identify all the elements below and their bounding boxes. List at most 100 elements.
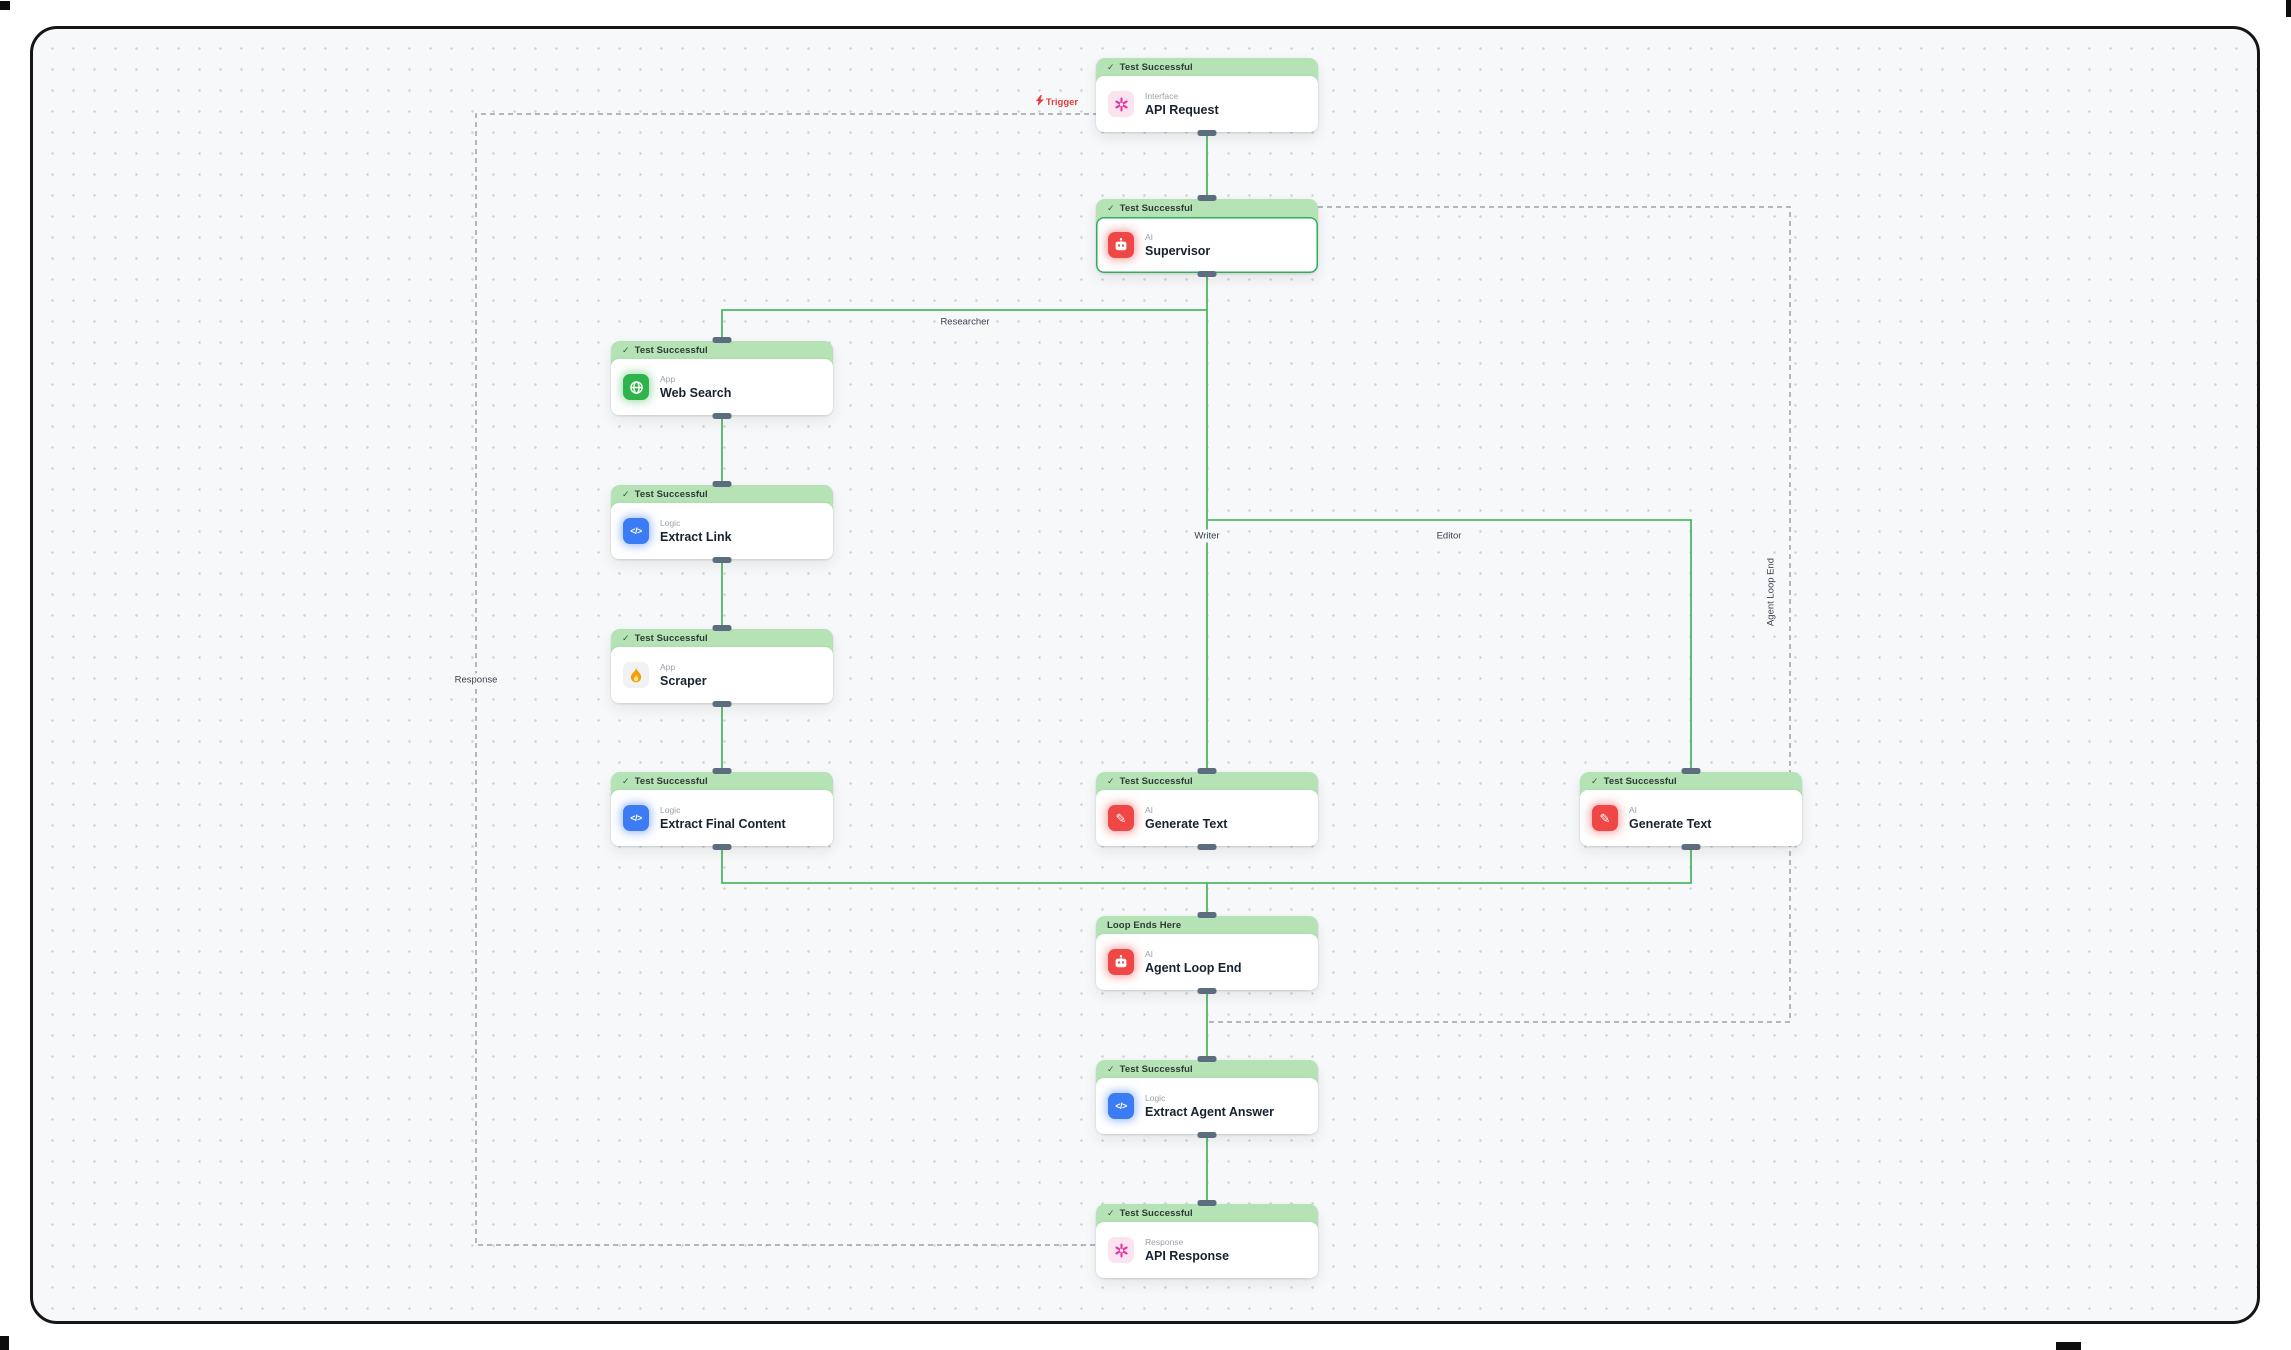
node-title: Agent Loop End bbox=[1145, 961, 1242, 975]
edge-merge-left[interactable] bbox=[721, 844, 1207, 884]
workflow-node-extract-final-content[interactable]: ✓ Test Successful </> Logic Extract Fina… bbox=[611, 768, 833, 850]
lightning-icon bbox=[1035, 95, 1044, 109]
node-title: Supervisor bbox=[1145, 244, 1211, 258]
edge-branch-editor[interactable] bbox=[1207, 519, 1692, 772]
bottom-handle[interactable] bbox=[712, 557, 732, 563]
node-category: App bbox=[660, 374, 676, 384]
response-flower-icon bbox=[1108, 1237, 1134, 1263]
node-status-text: Test Successful bbox=[1119, 1208, 1193, 1219]
check-icon: ✓ bbox=[622, 776, 630, 786]
code-icon: </> bbox=[623, 518, 649, 544]
node-body: App Scraper bbox=[611, 647, 833, 703]
node-title: API Request bbox=[1145, 103, 1219, 117]
node-category: Response bbox=[1145, 1237, 1184, 1247]
node-category: AI bbox=[1145, 949, 1154, 959]
node-status-header: ✓ Test Successful bbox=[1096, 772, 1318, 798]
top-handle[interactable] bbox=[1197, 768, 1217, 774]
check-icon: ✓ bbox=[622, 345, 630, 355]
bottom-handle[interactable] bbox=[1681, 844, 1701, 850]
node-status-text: Test Successful bbox=[1119, 62, 1193, 73]
top-handle[interactable] bbox=[1197, 1056, 1217, 1062]
workflow-node-generate-text-editor[interactable]: ✓ Test Successful ✎ AI Generate Text bbox=[1580, 768, 1802, 850]
top-handle[interactable] bbox=[712, 481, 732, 487]
bottom-handle[interactable] bbox=[1197, 271, 1217, 277]
node-status-text: Test Successful bbox=[1119, 203, 1193, 214]
bottom-handle[interactable] bbox=[1197, 130, 1217, 136]
corner-mark-bottom-right bbox=[2056, 1342, 2081, 1350]
bottom-handle[interactable] bbox=[1197, 844, 1217, 850]
node-status-text: Test Successful bbox=[634, 776, 708, 787]
workflow-node-scraper[interactable]: ✓ Test Successful App Scraper bbox=[611, 625, 833, 707]
node-body: AI Agent Loop End bbox=[1096, 934, 1318, 990]
edge-label-writer: Writer bbox=[1190, 529, 1224, 543]
node-status-header: ✓ Test Successful bbox=[1096, 58, 1318, 84]
node-body: App Web Search bbox=[611, 359, 833, 415]
node-status-header: ✓ Test Successful bbox=[1096, 199, 1318, 225]
node-title: Web Search bbox=[660, 386, 732, 400]
workflow-node-web-search[interactable]: ✓ Test Successful App Web Search bbox=[611, 337, 833, 419]
top-handle[interactable] bbox=[1681, 768, 1701, 774]
corner-mark-top-left bbox=[0, 1, 10, 10]
workflow-node-supervisor[interactable]: ✓ Test Successful AI Supervisor bbox=[1096, 195, 1318, 277]
edge-branch-researcher[interactable] bbox=[721, 309, 1207, 343]
top-handle[interactable] bbox=[712, 625, 732, 631]
node-title: Generate Text bbox=[1145, 817, 1228, 831]
workflow-node-extract-link[interactable]: ✓ Test Successful </> Logic Extract Link bbox=[611, 481, 833, 563]
top-handle[interactable] bbox=[1197, 912, 1217, 918]
workflow-node-generate-text-writer[interactable]: ✓ Test Successful ✎ AI Generate Text bbox=[1096, 768, 1318, 850]
workflow-node-api-request[interactable]: ✓ Test Successful Interface API Request bbox=[1096, 58, 1318, 136]
node-status-header: ✓ Test Successful bbox=[1096, 1060, 1318, 1086]
node-category: Interface bbox=[1145, 91, 1179, 101]
edge-agent-loop[interactable] bbox=[1209, 206, 1791, 1023]
edge-label-response: Response bbox=[450, 673, 502, 687]
node-category: AI bbox=[1145, 232, 1154, 242]
top-handle[interactable] bbox=[712, 768, 732, 774]
node-status-header: ✓ Test Successful bbox=[611, 629, 833, 655]
node-title: Extract Link bbox=[660, 530, 732, 544]
node-status-text: Test Successful bbox=[634, 633, 708, 644]
node-title: Scraper bbox=[660, 674, 707, 688]
code-icon: </> bbox=[1108, 1093, 1134, 1119]
node-category: Logic bbox=[1145, 1093, 1166, 1103]
top-handle[interactable] bbox=[1197, 1200, 1217, 1206]
bottom-handle[interactable] bbox=[712, 701, 732, 707]
flame-icon bbox=[623, 662, 649, 688]
edge-label-agent-loop-end: Agent Loop End bbox=[1764, 553, 1778, 631]
check-icon: ✓ bbox=[1107, 1208, 1115, 1218]
check-icon: ✓ bbox=[1107, 62, 1115, 72]
edge-response-loop[interactable] bbox=[475, 113, 1098, 1246]
node-category: App bbox=[660, 662, 676, 672]
node-status-text: Test Successful bbox=[634, 345, 708, 356]
workflow-node-api-response[interactable]: ✓ Test Successful Response API Response bbox=[1096, 1200, 1318, 1278]
bottom-handle[interactable] bbox=[712, 413, 732, 419]
globe-icon bbox=[623, 374, 649, 400]
workflow-node-agent-loop-end[interactable]: Loop Ends Here AI Agent Loop End bbox=[1096, 912, 1318, 994]
node-status-header: Loop Ends Here bbox=[1096, 916, 1318, 942]
node-category: Logic bbox=[660, 805, 681, 815]
check-icon: ✓ bbox=[1591, 776, 1599, 786]
corner-mark-top-right bbox=[2286, 0, 2291, 17]
node-status-header: ✓ Test Successful bbox=[1580, 772, 1802, 798]
node-status-text: Test Successful bbox=[634, 489, 708, 500]
node-status-header: ✓ Test Successful bbox=[611, 772, 833, 798]
node-body: Response API Response bbox=[1096, 1222, 1318, 1278]
check-icon: ✓ bbox=[1107, 1064, 1115, 1074]
workflow-node-extract-agent-answer[interactable]: ✓ Test Successful </> Logic Extract Agen… bbox=[1096, 1056, 1318, 1138]
node-body: Interface API Request bbox=[1096, 76, 1318, 132]
top-handle[interactable] bbox=[712, 337, 732, 343]
node-title: Extract Final Content bbox=[660, 817, 786, 831]
ai-robot-icon bbox=[1108, 232, 1134, 258]
corner-mark-bottom-left bbox=[0, 1336, 9, 1350]
node-category: Logic bbox=[660, 518, 681, 528]
node-title: Extract Agent Answer bbox=[1145, 1105, 1274, 1119]
edge-merge-right[interactable] bbox=[1207, 844, 1692, 884]
node-status-header: ✓ Test Successful bbox=[1096, 1204, 1318, 1230]
top-handle[interactable] bbox=[1197, 195, 1217, 201]
edge-label-editor: Editor bbox=[1432, 529, 1466, 543]
check-icon: ✓ bbox=[622, 633, 630, 643]
bottom-handle[interactable] bbox=[1197, 988, 1217, 994]
bottom-handle[interactable] bbox=[712, 844, 732, 850]
bottom-handle[interactable] bbox=[1197, 1132, 1217, 1138]
node-body: </> Logic Extract Agent Answer bbox=[1096, 1078, 1318, 1134]
